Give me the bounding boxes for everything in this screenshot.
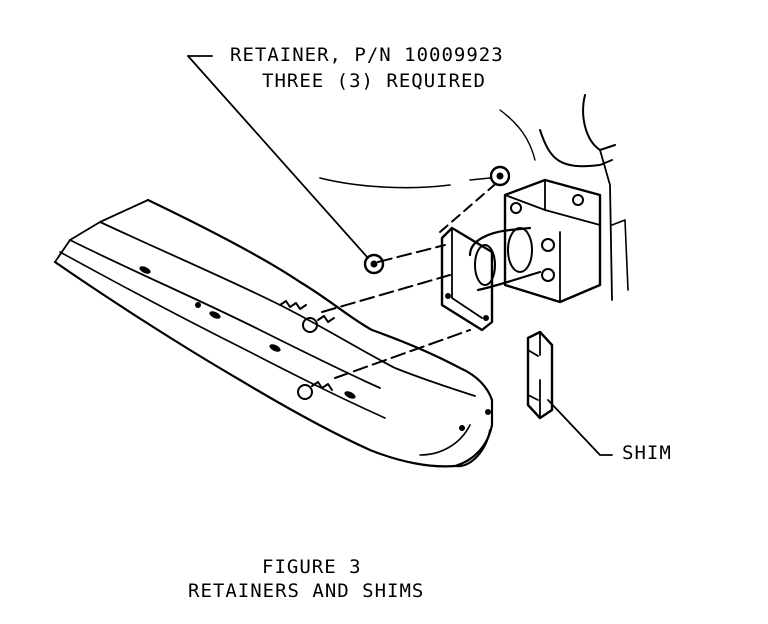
figure-number: FIGURE 3 [262, 556, 362, 578]
bumper-bar [53, 198, 494, 468]
stud-upper [279, 300, 335, 333]
shim-callout: SHIM [622, 442, 672, 464]
leader-lines [187, 55, 613, 456]
retainer-callout-line2: THREE (3) REQUIRED [262, 70, 486, 92]
bumper-bracket [319, 94, 629, 332]
alignment-lines [321, 179, 501, 379]
shim-part [526, 330, 554, 420]
retainer-clip [363, 165, 511, 275]
stud-lower [297, 381, 333, 400]
retainer-callout-line1: RETAINER, P/N 10009923 [230, 44, 504, 66]
figure-title: RETAINERS AND SHIMS [188, 580, 425, 602]
